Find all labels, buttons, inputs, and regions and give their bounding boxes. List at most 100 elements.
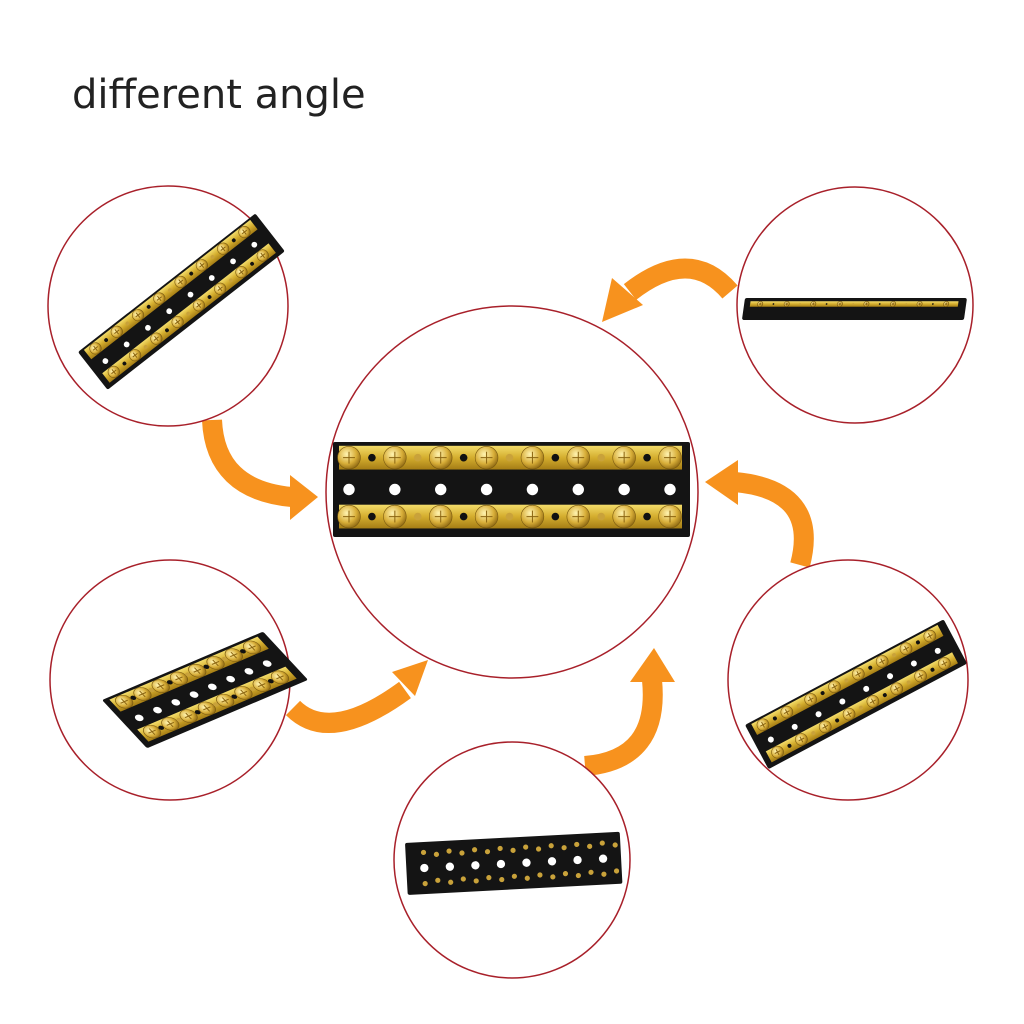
screw-slot — [220, 245, 226, 252]
screw-slot — [248, 644, 257, 651]
screw-slot — [135, 312, 141, 318]
rivet — [446, 848, 452, 854]
screw-slot — [132, 352, 138, 358]
screw-slot — [572, 451, 585, 464]
strip-hole — [267, 679, 274, 684]
screw-slot — [893, 685, 900, 692]
strip-hole — [643, 512, 651, 521]
rivet — [484, 849, 491, 855]
strip-hole — [148, 687, 155, 693]
screw-slot — [879, 658, 886, 665]
rivet — [422, 881, 428, 887]
strip-hole — [882, 693, 887, 698]
mount-hole — [230, 258, 236, 265]
strip-hole — [868, 665, 873, 670]
mount-hole — [598, 854, 608, 863]
mount-hole — [839, 698, 846, 705]
screw-slot — [120, 698, 129, 705]
mount-hole — [547, 857, 557, 866]
mount-hole — [664, 483, 676, 496]
strip-hole — [892, 653, 897, 658]
strip-hole — [459, 453, 468, 462]
strip-hole — [104, 338, 109, 342]
rivet — [612, 842, 618, 848]
strip-hole — [168, 288, 172, 293]
rivet — [486, 875, 492, 881]
screw-slot — [526, 451, 539, 464]
screw-slot — [257, 681, 266, 689]
screw-slot — [664, 510, 676, 523]
screw-slot — [785, 302, 789, 306]
screw-slot — [148, 728, 156, 735]
busbar-center — [333, 442, 690, 537]
busbar-mid-left — [102, 632, 308, 748]
strip-hole — [796, 703, 801, 708]
strip-hole — [772, 716, 777, 721]
screw-slot — [618, 451, 631, 464]
strip-hole — [368, 453, 376, 462]
mount-hole — [145, 324, 151, 331]
rivet — [471, 847, 478, 853]
screw-slot — [760, 721, 766, 728]
mount-hole — [767, 736, 774, 743]
strip-hole — [551, 512, 560, 521]
screw-slot — [434, 451, 447, 464]
strip-hole — [852, 303, 855, 305]
screw-slot — [343, 510, 355, 523]
screw-slot — [831, 683, 838, 690]
strip-hole — [166, 680, 173, 685]
mount-hole — [618, 483, 630, 496]
strip-hole — [915, 640, 920, 645]
screw-slot — [926, 633, 933, 640]
rivet — [587, 843, 593, 849]
mount-hole — [153, 706, 162, 714]
mount-hole — [187, 291, 194, 298]
screw-slot — [869, 698, 876, 705]
strip-hole — [413, 453, 422, 462]
screw-slot — [177, 279, 184, 285]
screw-slot — [838, 302, 842, 306]
screw-slot — [111, 369, 117, 375]
rivet — [548, 843, 554, 849]
rivet — [599, 840, 605, 846]
mount-hole — [244, 668, 254, 675]
strip-hole — [207, 295, 212, 299]
arrow-mid-left — [285, 681, 411, 733]
screw-slot — [343, 451, 355, 464]
rivet — [575, 872, 581, 879]
rivet — [459, 850, 465, 856]
strip-hole — [906, 680, 911, 685]
screw-slot — [388, 451, 401, 464]
screw-slot — [238, 269, 245, 275]
strip-hole — [130, 695, 137, 700]
mount-hole — [887, 673, 894, 680]
arrow-mid-right — [733, 472, 814, 568]
screw-slot — [241, 229, 248, 235]
rivet — [510, 847, 516, 853]
mount-hole — [815, 711, 822, 718]
strip-hole — [905, 303, 908, 305]
mount-hole — [166, 308, 173, 315]
busbar-base — [745, 620, 967, 769]
screw-slot — [944, 302, 948, 306]
strip-hole — [820, 691, 825, 696]
arrowhead-top-left — [290, 475, 318, 520]
mount-hole — [189, 691, 199, 698]
strip-hole — [203, 664, 210, 669]
mount-hole — [934, 647, 941, 654]
arrowhead-bottom — [630, 648, 675, 682]
strip-hole — [122, 361, 127, 366]
strip-hole — [505, 512, 514, 521]
strip-hole — [189, 271, 194, 276]
rivet — [537, 872, 543, 878]
rivet — [420, 849, 427, 856]
screw-slot — [138, 690, 147, 698]
mount-hole — [526, 483, 539, 496]
strip-hole — [186, 311, 191, 316]
screw-slot — [855, 671, 862, 678]
rivet — [524, 875, 530, 881]
mount-hole — [123, 341, 130, 348]
screw-slot — [822, 723, 829, 730]
screw-slot — [196, 302, 202, 309]
screw-slot — [572, 510, 585, 523]
